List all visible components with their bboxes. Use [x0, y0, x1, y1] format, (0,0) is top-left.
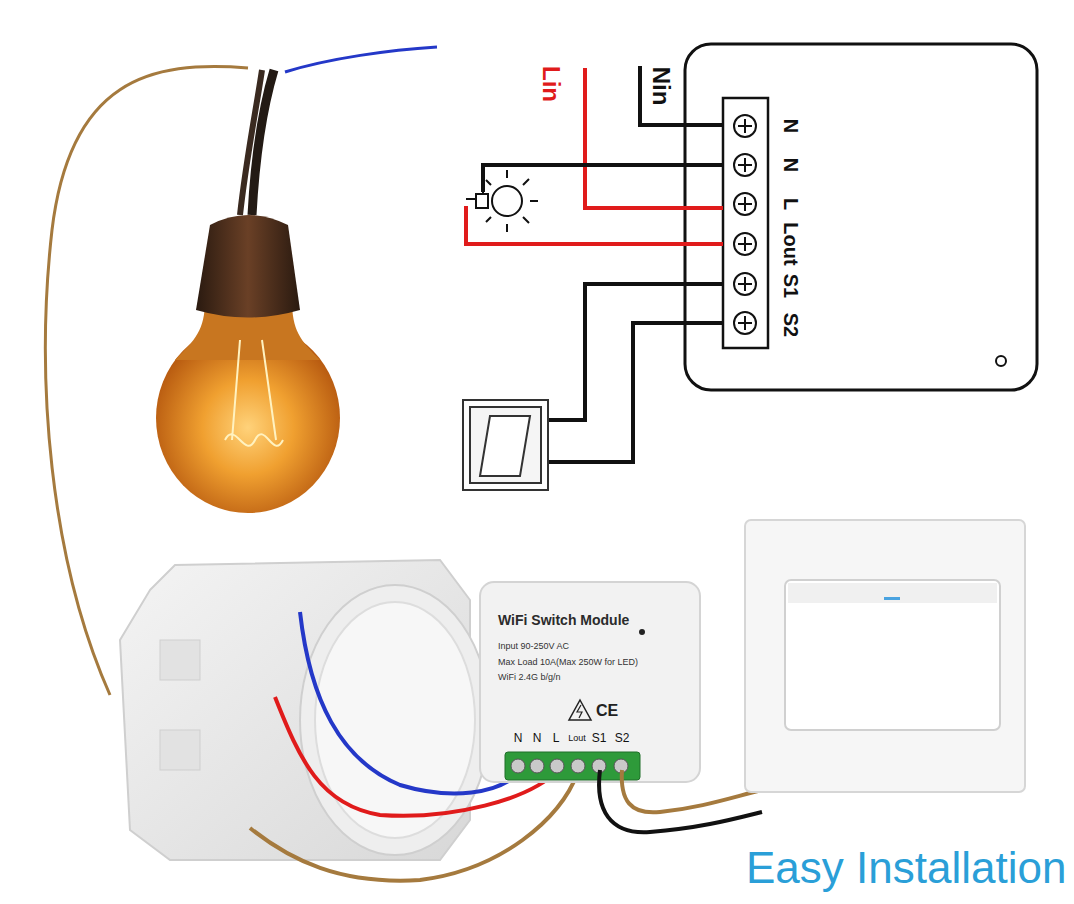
- caption: Easy Installation: [746, 846, 1066, 890]
- terminal-label: S2: [781, 313, 801, 337]
- module-dot: [996, 356, 1006, 366]
- module-spec: WiFi 2.4G b/g/n: [498, 672, 682, 683]
- terminal-label: Lout: [781, 222, 801, 265]
- neutral-wire: [640, 66, 723, 125]
- terminal-label: N: [781, 158, 801, 172]
- switch-symbol: [463, 400, 548, 490]
- module-dot: [639, 629, 645, 635]
- module-title: WiFi Switch Module: [498, 612, 682, 629]
- module-spec: Max Load 10A(Max 250W for LED): [498, 657, 682, 668]
- black-wire: [599, 770, 762, 832]
- cord: [252, 70, 274, 215]
- terminal-label: S2: [615, 732, 630, 744]
- warning-symbol: [577, 705, 582, 718]
- switch-wire: [548, 284, 723, 420]
- terminal-label: L: [781, 198, 801, 210]
- terminal-screws: [511, 759, 628, 773]
- warning-symbol: [569, 700, 591, 720]
- bulb-socket: [196, 215, 300, 318]
- module-outline: [685, 44, 1037, 390]
- terminal-label: S1: [781, 274, 801, 298]
- wall-switch: [745, 520, 1025, 792]
- terminal-screws: [734, 115, 756, 334]
- wire-label: Lin: [539, 66, 563, 102]
- terminal-strip: [505, 752, 640, 780]
- terminal-label: L: [553, 732, 560, 744]
- switch-wire: [548, 323, 723, 462]
- certification-mark: CE: [596, 703, 618, 719]
- wire-label: Nin: [649, 67, 673, 106]
- brown-wire: [622, 770, 762, 812]
- brown-wire: [250, 772, 578, 881]
- module-label-panel: WiFi Switch ModuleInput 90-250V AC Max Lo…: [480, 582, 700, 780]
- module-spec: Input 90-250V AC: [498, 641, 682, 652]
- lamp-symbol: [466, 170, 538, 232]
- terminal-block: [723, 98, 768, 348]
- cord: [240, 70, 262, 215]
- bulb-filament: [225, 340, 283, 446]
- terminal-label: S1: [592, 732, 607, 744]
- lamp-neutral-wire: [483, 165, 723, 192]
- terminal-label: N: [514, 732, 523, 744]
- terminal-label: Lout: [568, 734, 586, 743]
- terminal-label: N: [781, 119, 801, 133]
- blue-wire: [285, 47, 437, 72]
- module-photo-body: [480, 582, 700, 782]
- terminal-label: N: [533, 732, 542, 744]
